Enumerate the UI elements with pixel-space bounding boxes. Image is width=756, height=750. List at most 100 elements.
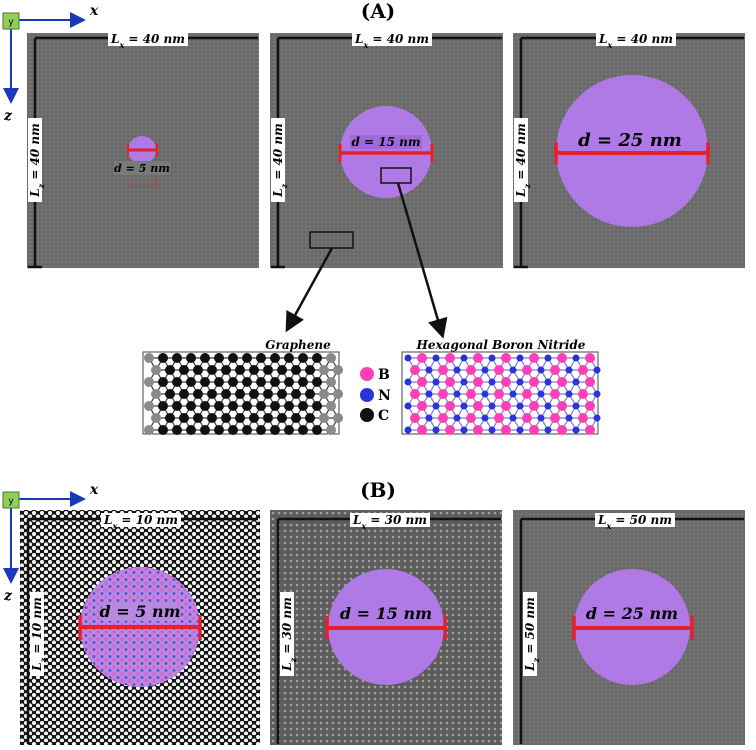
- atom: [522, 365, 532, 375]
- atom: [578, 389, 588, 399]
- atom: [186, 401, 196, 411]
- panel-b3: Lx = 50 nm Lz = 50 nm d = 25 nm: [513, 510, 745, 745]
- atom: [235, 365, 245, 375]
- atom: [509, 390, 517, 398]
- atom: [473, 425, 483, 435]
- atom: [404, 378, 412, 386]
- nitrogen-swatch: [360, 388, 374, 402]
- atom: [565, 414, 573, 422]
- atom: [277, 413, 287, 423]
- lx-label-box: [595, 513, 675, 527]
- atom: [417, 353, 427, 363]
- atom: [410, 413, 420, 423]
- atom: [585, 377, 595, 387]
- atom: [509, 366, 517, 374]
- atom: [312, 401, 322, 411]
- atom: [460, 402, 468, 410]
- atom: [172, 377, 182, 387]
- atom: [432, 426, 440, 434]
- atom: [214, 353, 224, 363]
- atom: [529, 353, 539, 363]
- lz-label: Lz = 50 nm: [523, 597, 541, 672]
- hbn-zoom-arrow: [396, 182, 448, 339]
- lz-label-box: [280, 592, 294, 676]
- x-axis-label: x: [89, 3, 99, 19]
- atom: [537, 390, 545, 398]
- atom: [151, 389, 161, 399]
- atom: [158, 377, 168, 387]
- atom: [228, 401, 238, 411]
- atom: [298, 353, 308, 363]
- atom: [445, 401, 455, 411]
- lx-label: Lx = 30 nm: [352, 513, 427, 531]
- atom: [572, 426, 580, 434]
- panel-b2: Lx = 30 nm Lz = 30 nm d = 15 nm: [270, 510, 502, 745]
- atom: [298, 401, 308, 411]
- atom: [466, 413, 476, 423]
- atom: [565, 366, 573, 374]
- atom: [460, 378, 468, 386]
- atom: [312, 353, 322, 363]
- hbn-zoom-box: [380, 167, 412, 184]
- hbn-lattice: [404, 353, 601, 435]
- axis-triad-a: y x z: [2, 3, 99, 124]
- atom: [445, 353, 455, 363]
- panel-a1: Lx = 40 nm Lz = 40 nm d = 5 nm: [27, 32, 259, 269]
- d-label: d = 25 nm: [586, 604, 678, 623]
- atom: [270, 377, 280, 387]
- atom: [572, 402, 580, 410]
- atom: [186, 425, 196, 435]
- atom: [326, 401, 336, 411]
- atom: [432, 402, 440, 410]
- x-axis-label: x: [89, 482, 99, 498]
- panel-a3: Lx = 40 nm Lz = 40 nm d = 25 nm: [513, 32, 745, 269]
- atom: [550, 413, 560, 423]
- hbn-inset: Hexagonal Boron Nitride: [401, 338, 601, 435]
- atom: [578, 365, 588, 375]
- lx-label: Lx = 40 nm: [354, 32, 429, 50]
- atom: [333, 365, 343, 375]
- atom: [529, 401, 539, 411]
- atom: [466, 389, 476, 399]
- atom: [305, 413, 315, 423]
- lz-label-box: [523, 592, 537, 676]
- lx-label: Lx = 40 nm: [598, 32, 673, 50]
- atom: [158, 353, 168, 363]
- lz-label: Lz = 40 nm: [514, 123, 532, 198]
- atom: [158, 425, 168, 435]
- atom: [501, 425, 511, 435]
- atom: [404, 426, 412, 434]
- lz-label-box: [28, 118, 42, 202]
- atom: [326, 353, 336, 363]
- atom: [291, 413, 301, 423]
- atom: [144, 353, 154, 363]
- atom: [221, 413, 231, 423]
- part-b-title: (B): [360, 478, 396, 502]
- atom: [291, 365, 301, 375]
- atom: [298, 377, 308, 387]
- atom: [501, 353, 511, 363]
- atom: [165, 365, 175, 375]
- atom: [172, 425, 182, 435]
- atom: [256, 425, 266, 435]
- atom: [144, 401, 154, 411]
- boron-swatch: [360, 367, 374, 381]
- atom: [270, 353, 280, 363]
- atom: [481, 366, 489, 374]
- atom: [270, 401, 280, 411]
- atom: [557, 425, 567, 435]
- atom: [256, 377, 266, 387]
- atom: [425, 366, 433, 374]
- lx-label: Lx = 40 nm: [110, 32, 185, 50]
- d-label: d = 15 nm: [340, 604, 432, 623]
- atom: [585, 425, 595, 435]
- atom: [179, 413, 189, 423]
- atom: [557, 401, 567, 411]
- atom: [488, 378, 496, 386]
- atom: [214, 401, 224, 411]
- atom: [425, 414, 433, 422]
- atom: [284, 353, 294, 363]
- lz-label: Lz = 40 nm: [28, 123, 46, 198]
- d-label: d = 15 nm: [351, 135, 420, 149]
- lz-label-box: [30, 592, 44, 676]
